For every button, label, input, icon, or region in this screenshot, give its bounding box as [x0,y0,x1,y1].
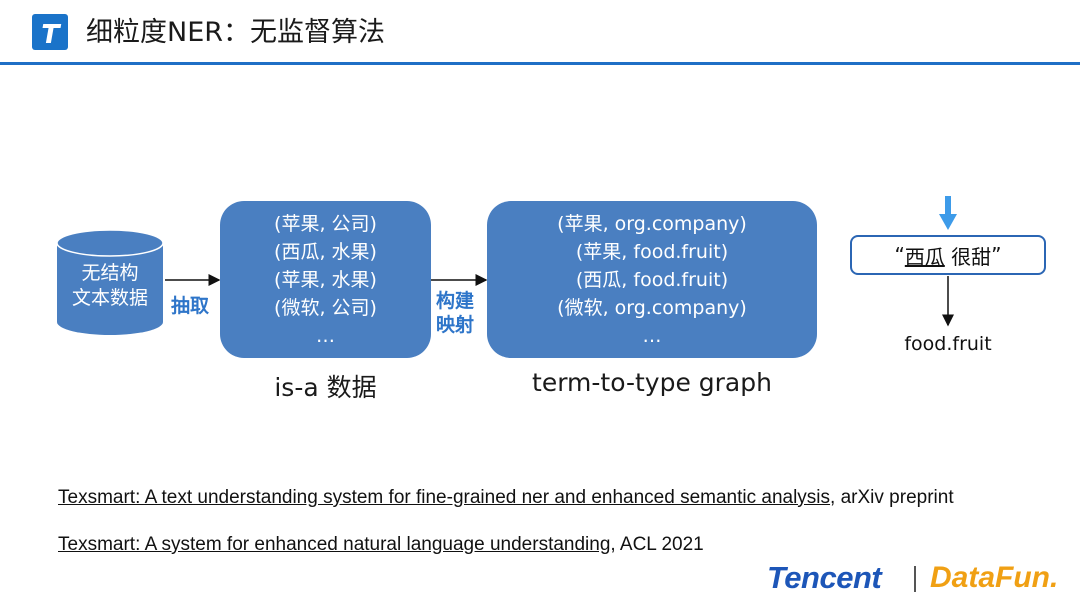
isa-item: (微软, 公司) [274,296,377,319]
graph-item: … [642,324,662,347]
output-type: food.fruit [904,333,992,355]
query-box: “西瓜 很甜” [850,235,1046,275]
logo-separator [914,566,916,592]
page-title: 细粒度NER：无监督算法 [86,17,386,48]
graph-caption: term-to-type graph [532,368,772,397]
isa-caption: is-a 数据 [274,373,377,402]
text-database-cylinder [56,229,164,335]
extract-label: 抽取 [171,295,210,317]
input-arrow-icon [939,196,957,230]
graph-item: (微软, org.company) [557,296,747,319]
query-term: 西瓜 [904,244,945,269]
map-label: 构建 映射 [436,290,475,336]
term-type-graph-box: (苹果, org.company) (苹果, food.fruit) (西瓜, … [487,201,817,358]
header-divider [0,62,1080,65]
tencent-logo: Tencent [767,560,882,595]
graph-item: (苹果, food.fruit) [575,240,729,263]
reference-1-link[interactable]: Texsmart: A text understanding system fo… [58,487,831,508]
isa-item: … [316,324,335,347]
graph-item: (西瓜, food.fruit) [575,268,729,291]
isa-item: (西瓜, 水果) [274,240,377,263]
isa-data-box: (苹果, 公司) (西瓜, 水果) (苹果, 水果) (微软, 公司) … [220,201,431,358]
logo-icon [32,14,68,50]
isa-item: (苹果, 公司) [274,212,377,235]
source-label: 无结构 文本数据 [71,262,148,309]
reference-2: Texsmart: A system for enhanced natural … [58,534,704,555]
isa-item: (苹果, 水果) [274,268,377,291]
reference-1: Texsmart: A text understanding system fo… [58,487,954,508]
reference-2-link[interactable]: Texsmart: A system for enhanced natural … [58,534,611,555]
datafun-logo: DataFun. [930,561,1059,594]
graph-item: (苹果, org.company) [557,212,747,235]
